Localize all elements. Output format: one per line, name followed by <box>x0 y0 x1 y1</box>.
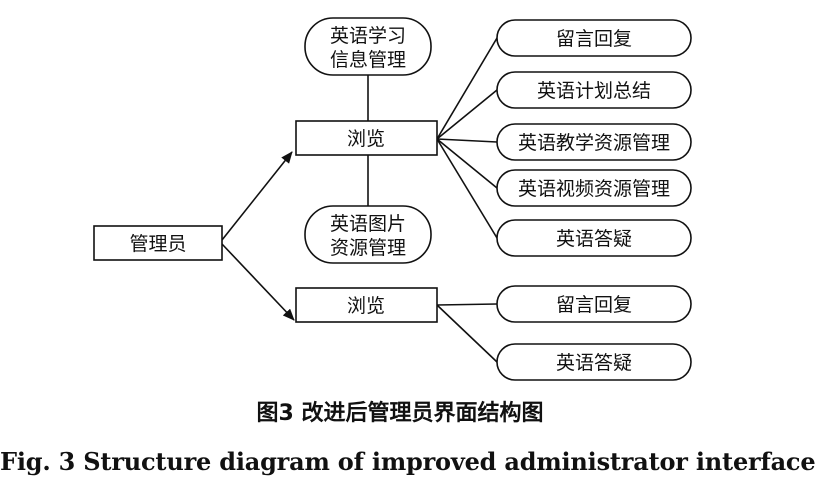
connectors <box>221 37 498 363</box>
top-item-5: 英语答疑 <box>496 219 692 257</box>
top-item-2-label: 英语计划总结 <box>537 80 651 102</box>
top-items: 留言回复 英语计划总结 英语教学资源管理 英语视频资源管理 英语答疑 <box>496 19 692 257</box>
top-item-1: 留言回复 <box>496 19 692 57</box>
admin-label: 管理员 <box>129 233 186 255</box>
browse-top-label: 浏览 <box>347 128 385 150</box>
line-to-top-item-3 <box>436 138 498 143</box>
admin-node: 管理员 <box>93 225 223 261</box>
study-info-mgmt-line-2: 信息管理 <box>330 49 406 71</box>
line-to-bottom-item-2 <box>436 304 498 363</box>
bottom-item-1: 留言回复 <box>496 285 692 323</box>
study-info-mgmt-line-1: 英语学习 <box>330 25 406 47</box>
bottom-item-1-label: 留言回复 <box>556 294 632 316</box>
bottom-item-2-label: 英语答疑 <box>556 352 632 374</box>
top-item-4: 英语视频资源管理 <box>496 169 692 207</box>
browse-bottom-label: 浏览 <box>347 295 385 317</box>
image-resource-mgmt-node: 英语图片 资源管理 <box>304 205 432 264</box>
image-resource-mgmt-line-1: 英语图片 <box>330 213 406 235</box>
figure-caption-english: Fig. 3 Structure diagram of improved adm… <box>0 447 815 476</box>
top-item-3-label: 英语教学资源管理 <box>518 132 670 154</box>
figure-caption-chinese: 图3 改进后管理员界面结构图 <box>256 401 544 426</box>
top-item-5-label: 英语答疑 <box>556 228 632 250</box>
study-info-mgmt-node: 英语学习 信息管理 <box>304 17 432 76</box>
line-to-top-item-1 <box>436 37 498 140</box>
line-to-top-item-2 <box>436 89 498 140</box>
arrow-admin-to-browse-bottom <box>221 243 295 321</box>
top-item-1-label: 留言回复 <box>556 28 632 50</box>
browse-top-node: 浏览 <box>295 120 438 156</box>
line-to-top-item-5 <box>436 138 498 239</box>
top-item-4-label: 英语视频资源管理 <box>518 178 670 200</box>
image-resource-mgmt-line-2: 资源管理 <box>330 237 406 259</box>
bottom-items: 留言回复 英语答疑 <box>496 285 692 381</box>
top-item-2: 英语计划总结 <box>496 71 692 109</box>
line-to-bottom-item-1 <box>436 303 498 306</box>
bottom-item-2: 英语答疑 <box>496 343 692 381</box>
browse-bottom-node: 浏览 <box>295 287 438 323</box>
top-item-3: 英语教学资源管理 <box>496 123 692 161</box>
structure-diagram: 管理员 浏览 浏览 英语学习 信息管理 英语图片 资源管理 留言回复 英语计划总… <box>93 17 692 381</box>
arrow-admin-to-browse-top <box>221 151 293 241</box>
line-to-top-item-4 <box>436 138 498 189</box>
